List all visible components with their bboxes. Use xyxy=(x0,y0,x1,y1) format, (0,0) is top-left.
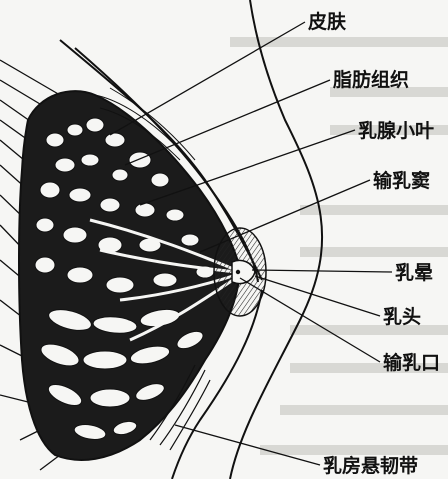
label-nipple: 乳头 xyxy=(383,305,421,328)
label-lactiferous-sinus: 输乳窦 xyxy=(373,169,430,192)
label-areola: 乳晕 xyxy=(395,261,433,284)
label-mammary-lobule: 乳腺小叶 xyxy=(358,119,434,142)
label-suspensory-ligament: 乳房悬韧带 xyxy=(323,454,418,477)
label-skin: 皮肤 xyxy=(308,10,347,33)
gland-tissue xyxy=(19,91,240,460)
label-fat-tissue: 脂肪组织 xyxy=(333,68,409,91)
background-text-lines xyxy=(230,42,448,450)
label-duct-opening: 输乳口 xyxy=(383,351,440,374)
